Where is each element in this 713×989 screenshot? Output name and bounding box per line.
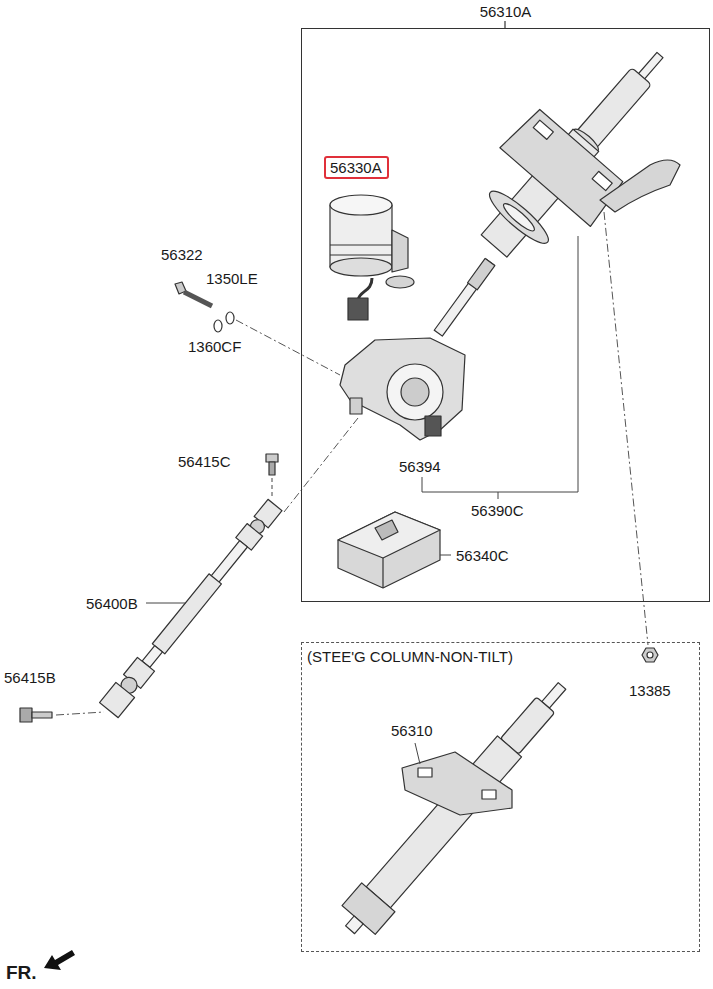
callout-number: 56322	[160, 246, 204, 263]
callout-number: 56415B	[3, 669, 57, 686]
highlight-callout: 56330A	[324, 156, 389, 179]
box-title: (STEE'G COLUMN-NON-TILT)	[307, 648, 513, 665]
callout-number: 56310	[390, 722, 434, 739]
callout-number: 56400B	[85, 595, 139, 612]
callout-number: 13385	[628, 682, 672, 699]
label-holder: 1350LE	[205, 270, 259, 288]
label-holder: 56415B	[3, 669, 57, 687]
label-holder: FR.	[5, 962, 38, 983]
label-holder: 13385	[628, 682, 672, 700]
direction-mark: FR.	[5, 962, 38, 983]
label-holder: 56415C	[177, 453, 232, 471]
label-holder: 56394	[398, 458, 442, 476]
callout-number: 1350LE	[205, 270, 259, 287]
callout-number: 1360CF	[187, 338, 242, 355]
callout-number: 56340C	[455, 547, 510, 564]
box-title: 56310A	[480, 3, 532, 20]
label-holder: 56400B	[85, 595, 139, 613]
label-holder: 56340C	[455, 547, 510, 565]
label-holder: 56310	[390, 722, 434, 740]
callout-number: 56394	[398, 458, 442, 475]
label-holder: 56322	[160, 246, 204, 264]
label-holder: 1360CF	[187, 338, 242, 356]
text-holder: 56310A	[302, 3, 709, 21]
callout-number: 56390C	[470, 502, 525, 519]
box-title: 56330A	[330, 159, 383, 176]
label-holder: 56390C	[470, 502, 525, 520]
callout-number: 56415C	[177, 453, 232, 470]
text-holder: (STEE'G COLUMN-NON-TILT)	[307, 648, 513, 666]
